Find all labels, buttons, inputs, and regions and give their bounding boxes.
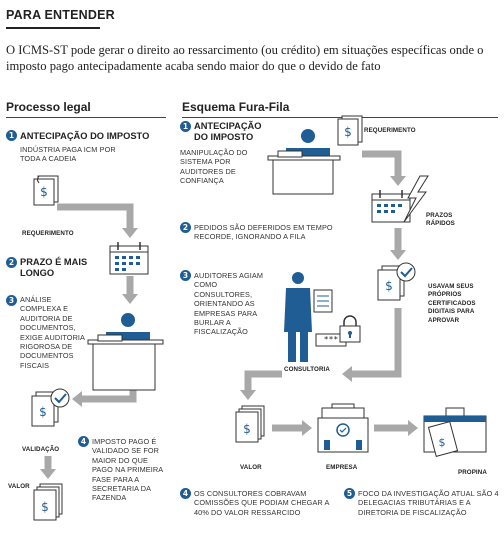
legal-step-1-text: INDÚSTRIA PAGA ICM POR TODA A CADEIA xyxy=(20,145,116,164)
furafila-step-1-number: 1 xyxy=(180,121,191,132)
furafila-step-2-number: 2 xyxy=(180,222,191,233)
furafila-valor-label: VALOR xyxy=(240,464,262,471)
section-label: PARA ENTENDER xyxy=(6,8,115,22)
furafila-certificate-icon: $ xyxy=(377,262,416,301)
legal-validacao-label: VALIDAÇÃO xyxy=(22,446,60,453)
furafila-money-icon: $ xyxy=(235,405,265,443)
furafila-step-5-text: FOCO DA INVESTIGAÇÃO ATUAL SÃO 4 DELEGAC… xyxy=(358,489,499,517)
furafila-title: Esquema Fura-Fila xyxy=(182,100,290,114)
lock-icon xyxy=(339,315,361,343)
furafila-auditor-desk-icon xyxy=(267,129,341,195)
legal-step-1-number: 1 xyxy=(6,130,17,141)
furafila-step-2-text: PEDIDOS SÃO DEFERIDOS EM TEMPO RECORDE, … xyxy=(194,223,333,242)
legal-requerimento-label: REQUERIMENTO xyxy=(22,230,74,237)
legal-title-rule xyxy=(6,117,166,118)
svg-text:$: $ xyxy=(41,500,49,514)
intro-text: O ICMS-ST pode gerar o direito ao ressar… xyxy=(6,43,484,73)
furafila-step-4-text: OS CONSULTORES COBRAVAM COMISSÕES QUE PO… xyxy=(194,489,330,517)
legal-arrow-3 xyxy=(82,388,137,403)
furafila-requerimento-label: REQUERIMENTO xyxy=(364,127,416,134)
furafila-step-4-number: 4 xyxy=(180,488,191,499)
svg-text:$: $ xyxy=(385,279,393,293)
svg-text:$: $ xyxy=(40,185,48,199)
furafila-calendar-icon xyxy=(371,190,411,223)
legal-step-3-text: ANÁLISE COMPLEXA E AUDITORIA DE DOCUMENT… xyxy=(20,295,85,370)
furafila-propina-label: PROPINA xyxy=(458,469,487,476)
legal-document-icon: $ xyxy=(33,175,59,206)
furafila-empresa-label: EMPRESA xyxy=(326,464,358,471)
legal-step-4-text: IMPOSTO PAGO É VALIDADO SE FOR MAIOR DO … xyxy=(92,437,163,503)
furafila-prazos-label: PRAZOS RÁPIDOS xyxy=(426,212,455,227)
svg-text:$: $ xyxy=(344,125,352,139)
legal-arrow-1 xyxy=(57,203,134,228)
legal-auditor-desk-icon xyxy=(87,313,164,391)
furafila-certificados-label: USAVAM SEUS PRÓPRIOS CERTIFICADOS DIGITA… xyxy=(428,283,476,324)
legal-step-2-title: PRAZO É MAIS LONGO xyxy=(20,257,88,278)
svg-text:$: $ xyxy=(243,422,251,436)
furafila-step-3-text: AUDITORES AGIAM COMO CONSULTORES, ORIENT… xyxy=(194,271,264,337)
furafila-document-icon: $ xyxy=(337,115,363,146)
lightning-icon xyxy=(403,175,429,223)
legal-title: Processo legal xyxy=(6,100,91,114)
legal-step-1-title: ANTECIPAÇÃO DO IMPOSTO xyxy=(20,131,150,141)
bribe-briefcase-icon: $ xyxy=(423,407,487,457)
legal-step-2-number: 2 xyxy=(6,257,17,268)
furafila-consultoria-label: CONSULTORIA xyxy=(284,366,330,373)
legal-valor-label: VALOR xyxy=(8,483,30,490)
section-rule xyxy=(6,27,100,29)
legal-validation-icon: $ xyxy=(31,388,70,427)
furafila-step-1-text: MANIPULAÇÃO DO SISTEMA POR AUDITORES DE … xyxy=(180,148,248,186)
svg-text:$: $ xyxy=(39,405,47,419)
furafila-title-rule xyxy=(182,117,498,118)
legal-calendar-icon xyxy=(109,242,149,275)
furafila-step-1-title: ANTECIPAÇÃO DO IMPOSTO xyxy=(194,121,262,142)
furafila-arrow-1 xyxy=(362,150,402,176)
legal-step-4-number: 4 xyxy=(78,436,89,447)
password-mask: *** xyxy=(323,335,339,344)
furafila-arrow-3 xyxy=(352,308,402,378)
furafila-step-3-number: 3 xyxy=(180,270,191,281)
consultant-figure-icon xyxy=(284,272,333,362)
svg-text:$: $ xyxy=(439,436,446,449)
legal-money-icon: $ xyxy=(33,483,63,521)
legal-step-3-number: 3 xyxy=(6,295,17,306)
furafila-arrow-4 xyxy=(244,370,282,390)
company-building-icon xyxy=(317,403,369,453)
furafila-step-5-number: 5 xyxy=(344,488,355,499)
